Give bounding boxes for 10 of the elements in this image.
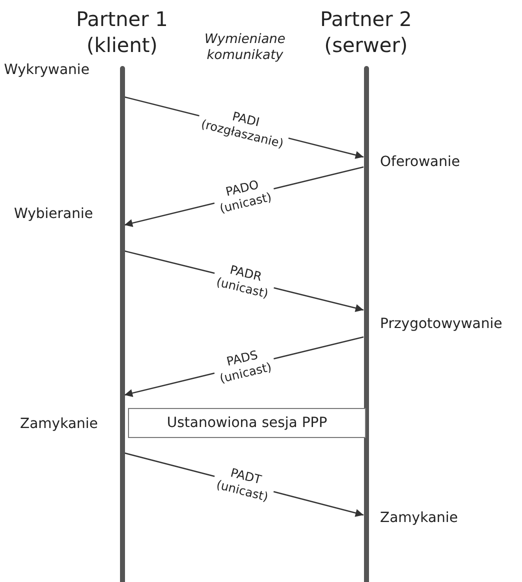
state-label: Zamykanie [380,509,458,528]
participant-heading: Partner 1 (klient) [75,6,169,58]
column-caption: Wymieniane komunikaty [204,32,286,64]
state-label: Zamykanie [20,415,98,434]
state-label: Przygotowywanie [380,315,502,334]
state-label: Wybieranie [14,205,93,224]
state-label: Wykrywanie [4,61,90,80]
session-box: Ustanowiona sesja PPP [128,408,366,438]
participant-heading: Partner 2 (serwer) [319,6,413,58]
state-label: Oferowanie [380,153,460,172]
